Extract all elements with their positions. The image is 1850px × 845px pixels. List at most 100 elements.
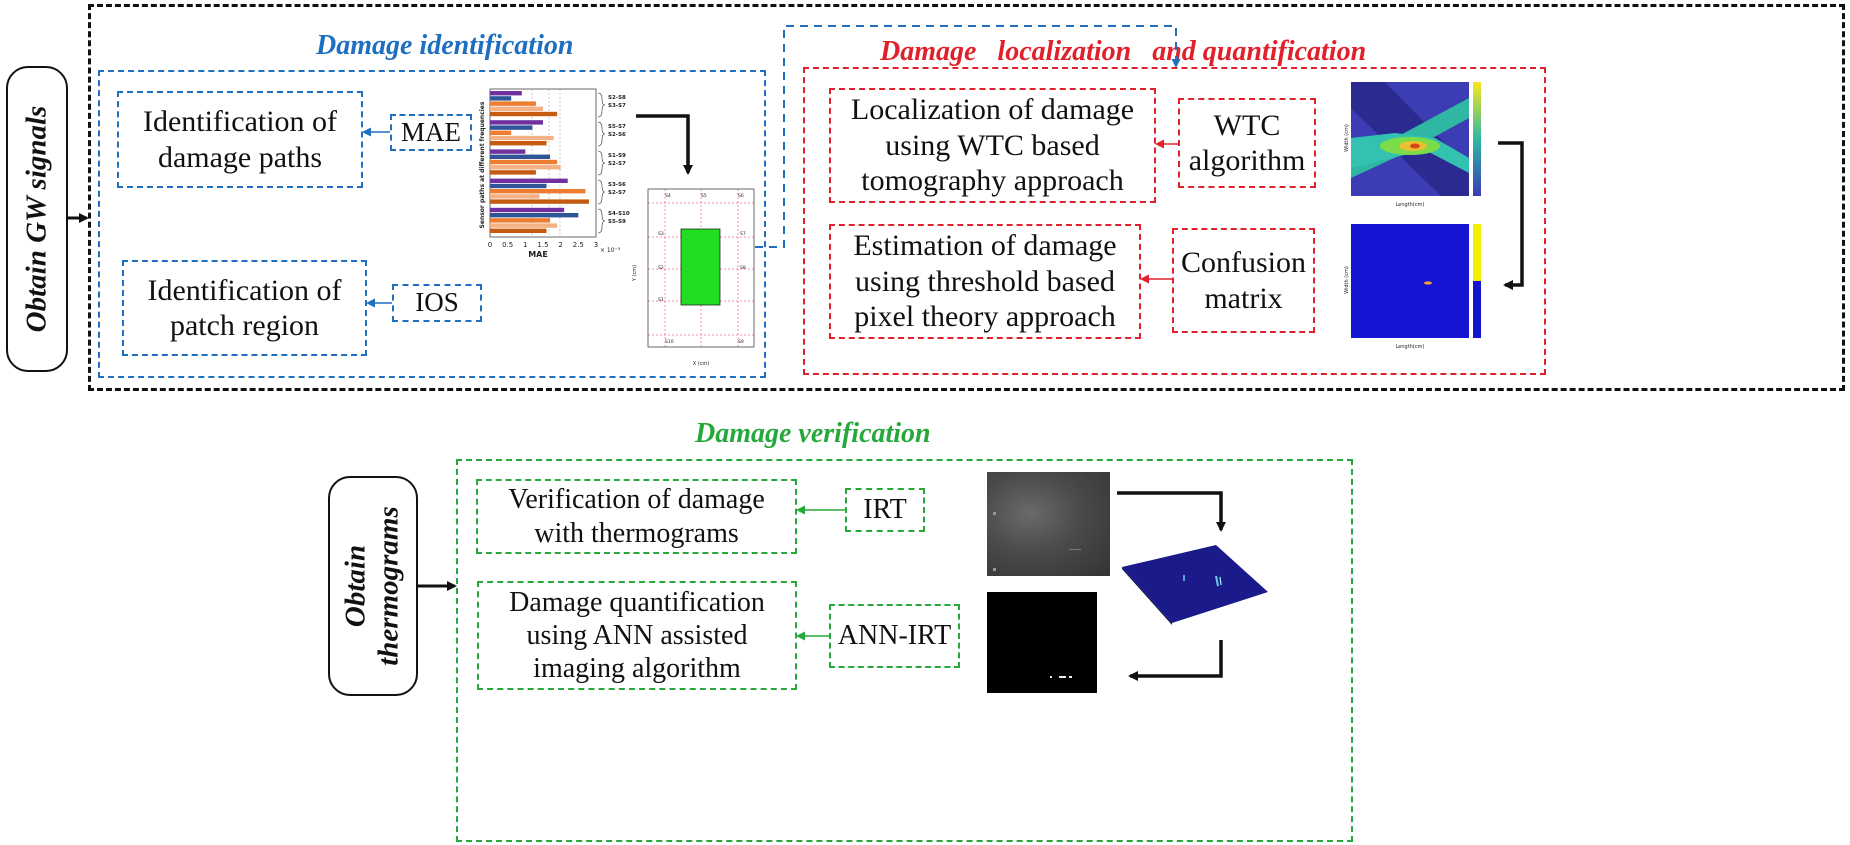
sensor-label: S1 xyxy=(658,297,664,303)
bar-group-brace xyxy=(597,208,606,234)
bar xyxy=(490,106,543,111)
damage-localization-title: Damage localization and quantification xyxy=(880,36,1367,67)
bar xyxy=(490,159,558,165)
bar-group-brace xyxy=(597,179,606,205)
sensor-label: S10 xyxy=(665,339,674,345)
thermogram-speck xyxy=(993,568,996,571)
bar xyxy=(490,165,561,170)
confusion-matrix-box: Confusion matrix xyxy=(1172,228,1315,333)
identification-patch-region-box: Identification of patch region xyxy=(122,260,367,356)
bar xyxy=(490,228,547,233)
wtc-tomography-map: Length(cm) Width (cm) xyxy=(1344,82,1481,208)
damage-verification-panel xyxy=(456,459,1353,842)
wtc-xlabel: Length(cm) xyxy=(1396,202,1425,208)
bar-x-tick: 3 xyxy=(594,241,598,249)
bar-group-label: S5-S7 xyxy=(608,124,626,130)
bar-x-tick: 1.5 xyxy=(537,241,548,249)
wtc-ylabel: Width (cm) xyxy=(1344,124,1350,152)
bar xyxy=(490,101,536,106)
bar-x-tick: 1 xyxy=(523,241,527,249)
sensor-label: S2 xyxy=(658,265,664,271)
bar-group-label: S3-S7 xyxy=(608,103,626,109)
thermogram-speck xyxy=(1069,549,1081,550)
bar xyxy=(490,96,512,101)
conf-ylabel: Width (cm) xyxy=(1344,266,1350,294)
bar-exponent: × 10⁻³ xyxy=(600,247,621,254)
bar-group-label: S1-S9 xyxy=(608,153,626,159)
binary-thermogram-image xyxy=(987,592,1097,693)
bar-group-brace xyxy=(597,92,606,118)
obtain-gw-signals-text: Obtain GW signals xyxy=(20,105,53,333)
wtc-localization-box: Localization of damage using WTC based t… xyxy=(829,88,1156,203)
obtain-thermograms-line1: Obtain xyxy=(339,544,372,628)
bar xyxy=(490,194,540,199)
bar xyxy=(490,141,547,146)
sensor-label: S5 xyxy=(701,193,707,199)
confusion-matrix-map: Length(cm) Width (cm) xyxy=(1344,224,1481,350)
bar xyxy=(490,218,551,223)
bar xyxy=(490,178,568,183)
bar xyxy=(490,207,565,213)
sensor-label: S3 xyxy=(658,231,664,237)
bar xyxy=(490,111,558,117)
obtain-gw-signals-label: Obtain GW signals xyxy=(6,66,68,372)
bar xyxy=(490,199,589,204)
bar-series xyxy=(490,91,589,233)
bar-xlabel: MAE xyxy=(528,250,548,259)
bar-group-label: S2-S8 xyxy=(608,95,626,101)
damage-verification-title: Damage verification xyxy=(695,418,931,449)
thermogram-verification-box: Verification of damage with thermograms xyxy=(476,479,797,554)
bar-group-label: S5-S9 xyxy=(608,219,626,225)
bar-group-label: S2-S6 xyxy=(608,132,626,138)
obtain-thermograms-line2: thermograms xyxy=(373,506,405,666)
ann-quantification-box: Damage quantification using ANN assisted… xyxy=(477,581,797,690)
damage-3d-plane xyxy=(1122,545,1268,625)
bar xyxy=(490,183,547,189)
obtain-thermograms-label: Obtain thermograms xyxy=(328,476,418,696)
damage-patch-region xyxy=(680,228,721,306)
bar-group-label: S2-S7 xyxy=(608,161,626,167)
bar-x-tick: 0.5 xyxy=(502,241,513,249)
sensor-label: S9 xyxy=(738,339,744,345)
bar xyxy=(490,91,522,96)
bar xyxy=(490,135,554,141)
wtc-algorithm-box: WTC algorithm xyxy=(1178,98,1316,188)
sensor-label: S7 xyxy=(740,231,746,237)
bar-group-brace xyxy=(597,121,606,147)
bar xyxy=(490,189,586,194)
bar-group-label: S2-S7 xyxy=(608,190,626,196)
gw-workflow-frame xyxy=(88,4,1845,391)
irt-box: IRT xyxy=(845,488,925,532)
thermogram-speck xyxy=(993,512,996,515)
bar xyxy=(490,125,533,130)
bar-x-tick: 2.5 xyxy=(573,241,584,249)
ann-irt-box: ANN-IRT xyxy=(829,604,960,668)
bar xyxy=(490,130,512,135)
bar-group-label: S4-S10 xyxy=(608,211,630,217)
bar-ylabel: Sensor paths at different frequencies xyxy=(479,101,486,228)
thermogram-image xyxy=(987,472,1110,576)
bar-group-brace xyxy=(597,150,606,176)
bar-x-tick: 0 xyxy=(488,241,492,249)
bar xyxy=(490,213,579,218)
ios-box: IOS xyxy=(392,284,482,322)
bar xyxy=(490,149,526,154)
patch-xlabel: X (cm) xyxy=(693,361,710,367)
sensor-label: S6 xyxy=(738,193,744,199)
conf-xlabel: Length(cm) xyxy=(1396,344,1425,350)
bar-group-labels: S2-S8S3-S7S5-S7S2-S6S1-S9S2-S7S3-S6S2-S7… xyxy=(597,92,630,234)
patch-ylabel: Y (cm) xyxy=(632,265,638,282)
bar-group-label: S3-S6 xyxy=(608,182,626,188)
bar xyxy=(490,223,558,228)
sensor-label: S8 xyxy=(740,265,746,271)
bar xyxy=(490,154,551,159)
mae-box: MAE xyxy=(390,114,472,151)
bar xyxy=(490,170,536,175)
bar xyxy=(490,120,543,125)
damage-identification-title: Damage identification xyxy=(316,30,574,61)
identification-damage-paths-box: Identification of damage paths xyxy=(117,91,363,188)
